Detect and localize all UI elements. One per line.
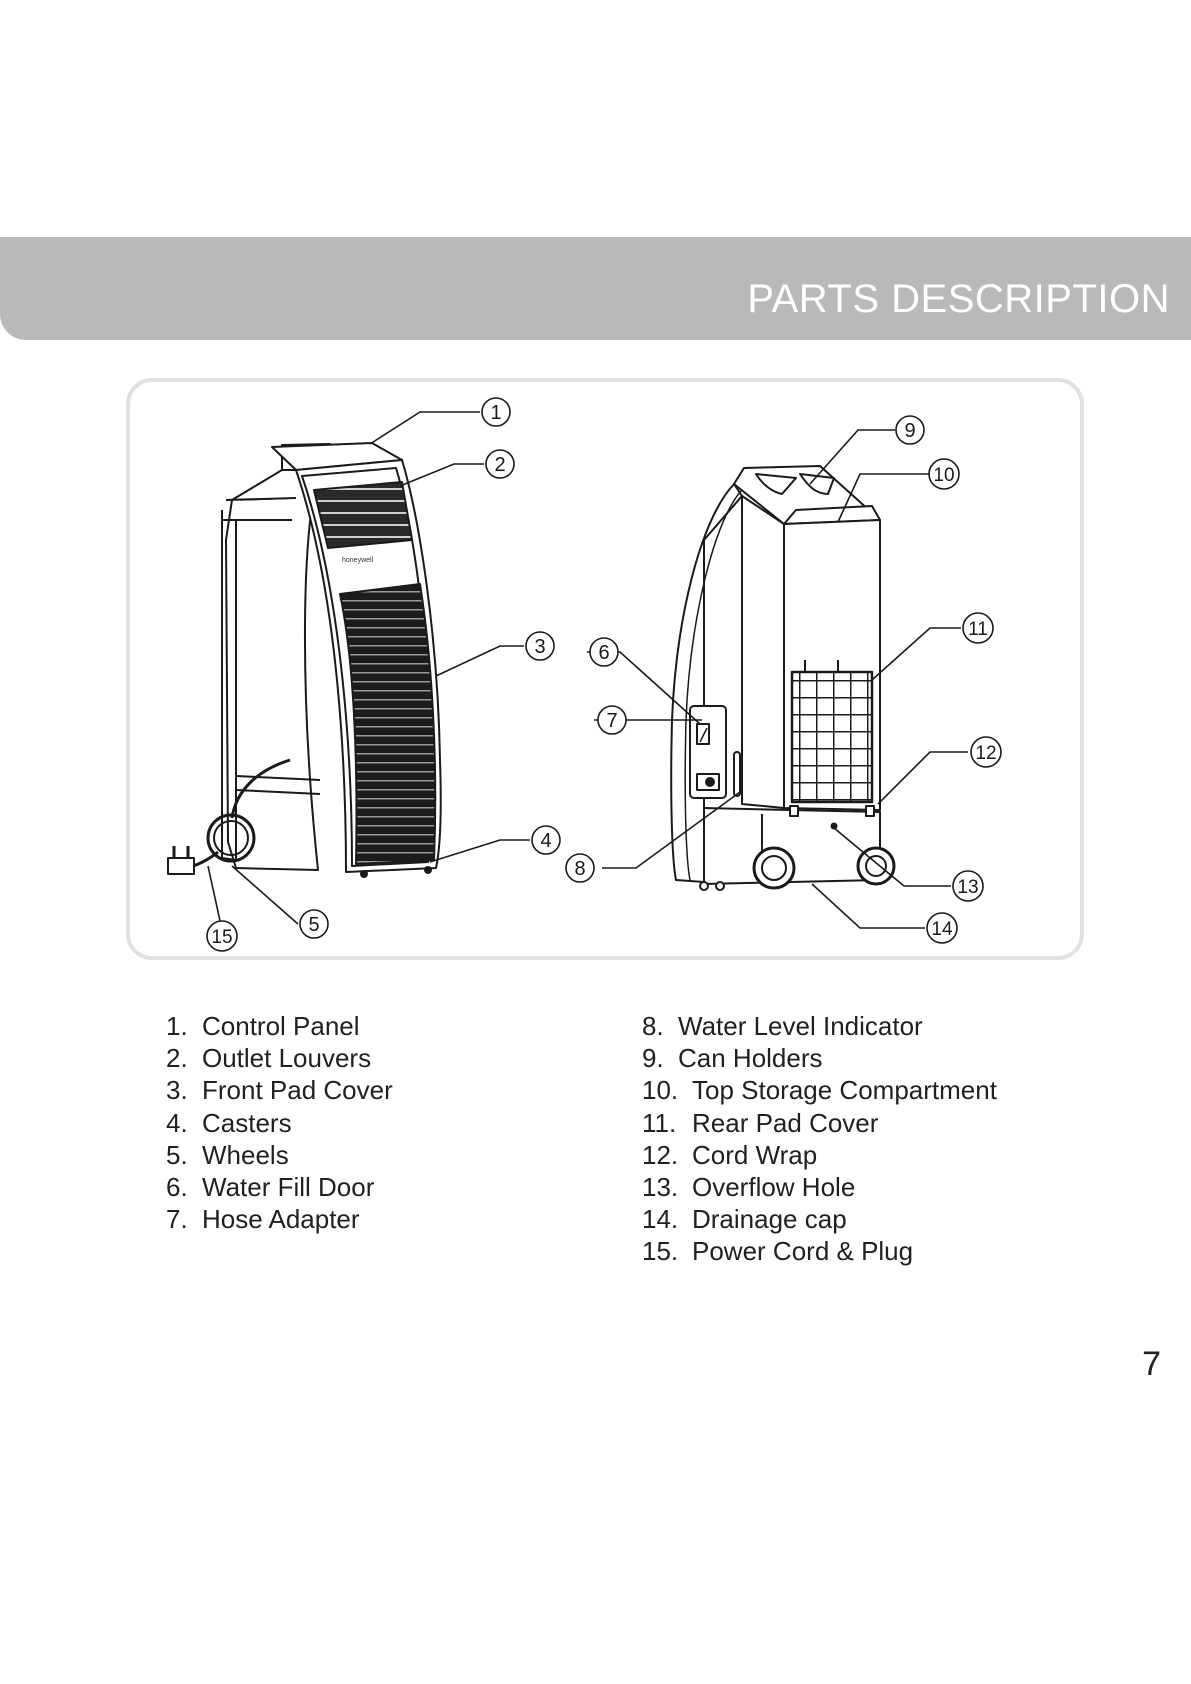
item-label: Overflow Hole	[692, 1172, 856, 1203]
callout-12: 12	[970, 736, 1002, 768]
item-number: 7.	[166, 1204, 188, 1235]
list-item: 1. Control Panel	[166, 1010, 393, 1042]
list-item: 2. Outlet Louvers	[166, 1042, 393, 1074]
list-item: 10. Top Storage Compartment	[642, 1074, 997, 1106]
callout-15-label: 15	[211, 927, 232, 948]
item-label: Drainage cap	[692, 1204, 847, 1235]
item-label: Top Storage Compartment	[692, 1075, 997, 1106]
item-label: Power Cord & Plug	[692, 1236, 914, 1267]
list-item: 3. Front Pad Cover	[166, 1074, 393, 1106]
callout-7: 7	[597, 705, 627, 735]
callout-5: 5	[299, 909, 329, 939]
item-label: Casters	[202, 1107, 292, 1138]
item-number: 12.	[642, 1139, 679, 1170]
list-item: 11. Rear Pad Cover	[642, 1107, 997, 1139]
list-item: 14. Drainage cap	[642, 1203, 997, 1235]
cooler-front-view	[167, 442, 442, 878]
item-label: Wheels	[202, 1139, 289, 1170]
section-title: PARTS DESCRIPTION	[747, 277, 1170, 321]
item-label: Front Pad Cover	[202, 1075, 393, 1106]
item-label: Water Fill Door	[202, 1172, 375, 1203]
item-label: Hose Adapter	[202, 1204, 360, 1235]
item-number: 2.	[166, 1043, 188, 1074]
page-number: 7	[1142, 1345, 1161, 1383]
list-item: 8. Water Level Indicator	[642, 1010, 997, 1042]
section-header-band: PARTS DESCRIPTION	[0, 237, 1191, 340]
item-number: 6.	[166, 1172, 188, 1203]
item-number: 15.	[642, 1236, 679, 1267]
callout-12-label: 12	[975, 743, 996, 764]
callout-13-label: 13	[957, 877, 978, 898]
item-number: 3.	[166, 1075, 188, 1106]
callout-2: 2	[485, 449, 515, 479]
cooler-rear-view	[670, 465, 896, 891]
callout-4: 4	[531, 825, 561, 855]
list-item: 6. Water Fill Door	[166, 1171, 393, 1203]
callout-10-label: 10	[933, 465, 954, 486]
callout-6: 6	[589, 637, 619, 667]
callout-9-label: 9	[904, 420, 915, 442]
item-label: Control Panel	[202, 1011, 360, 1041]
callout-7-label: 7	[606, 710, 617, 732]
callout-1-label: 1	[490, 402, 501, 424]
callout-markers: 1 2 3 4 5 6 7 8 9 10 11 12 13 14 15	[206, 397, 1002, 952]
item-number: 10.	[642, 1075, 679, 1106]
brand-mark: honeywell	[342, 557, 374, 564]
callout-15: 15	[206, 920, 238, 952]
callout-8-label: 8	[574, 858, 585, 880]
item-label: Cord Wrap	[692, 1139, 818, 1170]
leader-lines	[207, 411, 968, 931]
list-item: 5. Wheels	[166, 1139, 393, 1171]
list-item: 9. Can Holders	[642, 1042, 997, 1074]
item-label: Rear Pad Cover	[692, 1107, 879, 1138]
callout-14: 14	[926, 912, 958, 944]
parts-list-left: 1. Control Panel 2. Outlet Louvers 3. Front…	[166, 1010, 393, 1235]
item-number: 11.	[642, 1107, 677, 1138]
callout-4-label: 4	[540, 830, 551, 852]
item-number: 4.	[166, 1107, 188, 1138]
list-item: 7. Hose Adapter	[166, 1203, 393, 1235]
parts-diagram: honeywell	[167, 397, 1002, 952]
list-item: 15. Power Cord & Plug	[642, 1235, 997, 1267]
callout-10: 10	[928, 458, 960, 490]
callout-8: 8	[565, 853, 595, 883]
callout-3-label: 3	[534, 636, 545, 658]
callout-5-label: 5	[308, 914, 319, 936]
list-item: 12. Cord Wrap	[642, 1139, 997, 1171]
parts-list-right: 8. Water Level Indicator 9. Can Holders 10…	[642, 1010, 997, 1268]
list-item: 4. Casters	[166, 1107, 393, 1139]
callout-9: 9	[895, 415, 925, 445]
item-label: Can Holders	[678, 1043, 823, 1074]
callout-11: 11	[962, 612, 994, 644]
item-number: 5.	[166, 1139, 188, 1170]
item-label: Outlet Louvers	[202, 1043, 372, 1074]
item-number: 8.	[642, 1011, 664, 1041]
item-number: 9.	[642, 1043, 664, 1074]
item-number: 13.	[642, 1172, 679, 1203]
list-item: 13. Overflow Hole	[642, 1171, 997, 1203]
callout-13: 13	[952, 870, 984, 902]
callout-14-label: 14	[931, 919, 953, 940]
item-label: Water Level Indicator	[678, 1011, 923, 1041]
item-number: 14.	[642, 1204, 679, 1235]
callout-1: 1	[481, 397, 511, 427]
callout-3: 3	[525, 631, 555, 661]
item-number: 1.	[166, 1011, 188, 1041]
callout-6-label: 6	[598, 642, 609, 664]
callout-2-label: 2	[494, 454, 505, 476]
callout-11-label: 11	[968, 619, 988, 640]
